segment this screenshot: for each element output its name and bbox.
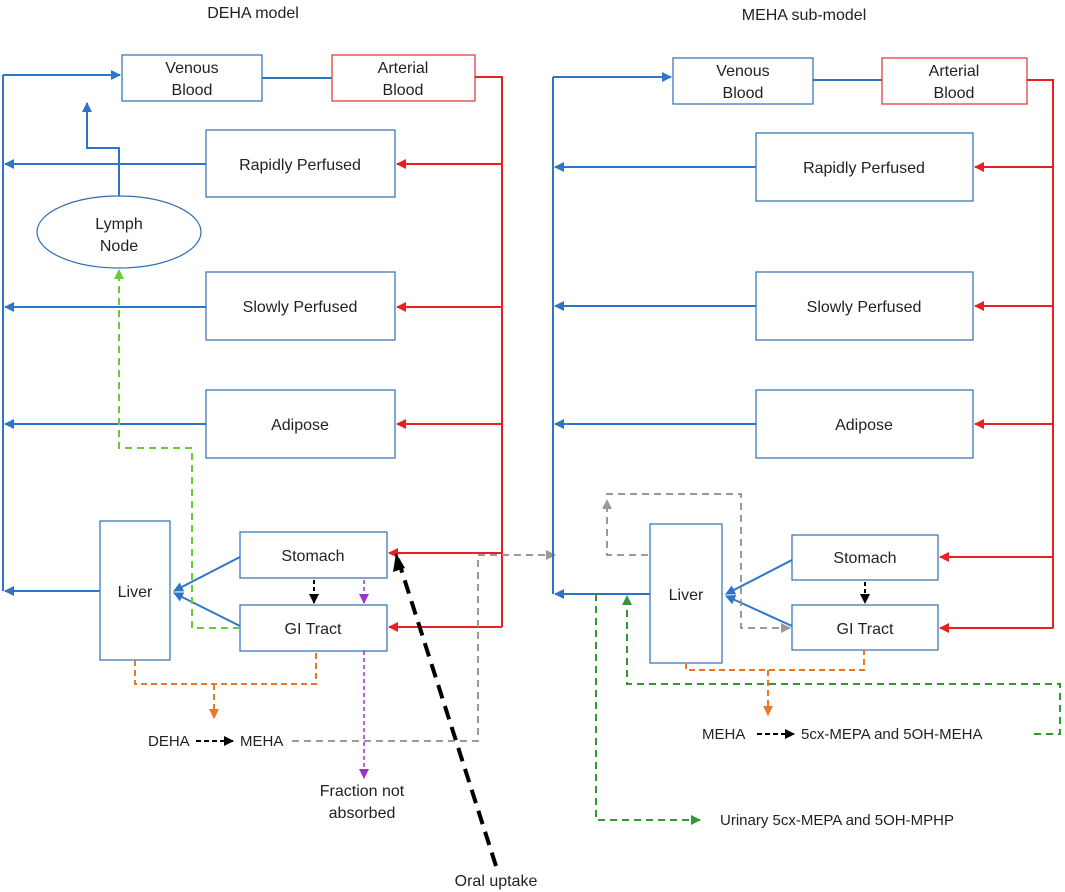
deha-venous-label-2: Blood [172, 82, 213, 99]
meha-slow-label: Slowly Perfused [807, 299, 922, 316]
deha-stomach-to-liver [173, 556, 241, 592]
meha-venous-box [672, 57, 814, 105]
deha-rapid-label: Rapidly Perfused [239, 157, 361, 174]
deha-lymph-to-venous [82, 102, 120, 196]
meha-arterial-main-line [1027, 79, 1054, 628]
deha-gi-to-lymph [114, 269, 240, 629]
deha-arterial-main-line [475, 76, 503, 627]
meha-model: MEHA sub-model Venous Blood Arterial Blo… [552, 7, 1061, 829]
deha-arterial-label-2: Blood [383, 82, 424, 99]
fraction-not-absorbed-label-2: absorbed [329, 805, 396, 822]
deha-gi-to-liver [173, 592, 241, 627]
meha-arterial-box [881, 57, 1028, 105]
meha-metab-flow [685, 650, 865, 671]
meha-title: MEHA sub-model [742, 7, 867, 24]
meha-adipose-label: Adipose [835, 417, 893, 434]
meha-gi-label: GI Tract [837, 621, 894, 638]
deha-venous-label: Venous [165, 60, 218, 77]
meha-venous-label-2: Blood [723, 85, 764, 102]
meha-stomach-label: Stomach [833, 550, 896, 567]
meha-arterial-label: Arterial [929, 63, 980, 80]
deha-arterial-label: Arterial [378, 60, 429, 77]
deha-metab-flow [134, 651, 317, 685]
meha-rapid-box [755, 132, 974, 202]
meha-metab-to: 5cx-MEPA and 5OH-MEHA [801, 726, 982, 743]
meha-gi-to-liver [725, 595, 793, 627]
deha-adipose-box [205, 389, 396, 459]
fraction-not-absorbed-label: Fraction not [320, 783, 405, 800]
deha-slow-label: Slowly Perfused [243, 299, 358, 316]
meha-arterial-label-2: Blood [934, 85, 975, 102]
deha-stomach-label: Stomach [281, 548, 344, 565]
oral-uptake-arrowhead [393, 553, 405, 572]
deha-model: DEHA model Venous Blood Arterial Blood R… [2, 5, 538, 890]
deha-rapid-box [205, 129, 396, 198]
meha-adipose-box [755, 389, 974, 459]
deha-arterial-box [331, 54, 476, 102]
deha-title: DEHA model [207, 5, 299, 22]
meha-stomach-box [791, 534, 939, 581]
deha-slow-box [205, 271, 396, 341]
meha-transfer-flow [292, 550, 556, 742]
oral-uptake-label: Oral uptake [455, 873, 538, 890]
meha-gi-box [791, 604, 939, 651]
meha-liver-box [649, 523, 723, 664]
meha-venous-label: Venous [716, 63, 769, 80]
deha-gi-box [239, 604, 388, 652]
deha-gi-label: GI Tract [285, 621, 342, 638]
deha-metab-to: MEHA [240, 733, 283, 750]
deha-lymph-label-2: Node [100, 238, 138, 255]
meha-stomach-to-liver [725, 559, 793, 595]
oral-uptake-line [394, 552, 498, 867]
meha-slow-box [755, 271, 974, 341]
deha-metab-from: DEHA [148, 733, 190, 750]
deha-venous-box [121, 54, 263, 102]
deha-lymph-label: Lymph [95, 216, 142, 233]
meha-grey-loop [602, 499, 648, 556]
deha-adipose-label: Adipose [271, 417, 329, 434]
deha-liver-label: Liver [118, 584, 153, 601]
meha-grey-loop-return [606, 493, 791, 633]
meha-liver-label: Liver [669, 587, 704, 604]
deha-stomach-box [239, 531, 388, 579]
meha-rapid-label: Rapidly Perfused [803, 160, 925, 177]
meha-urinary-label: Urinary 5cx-MEPA and 5OH-MPHP [720, 812, 954, 829]
meha-metab-to-liver [622, 595, 1061, 735]
meha-urinary-flow [595, 594, 701, 825]
meha-metab-from: MEHA [702, 726, 745, 743]
